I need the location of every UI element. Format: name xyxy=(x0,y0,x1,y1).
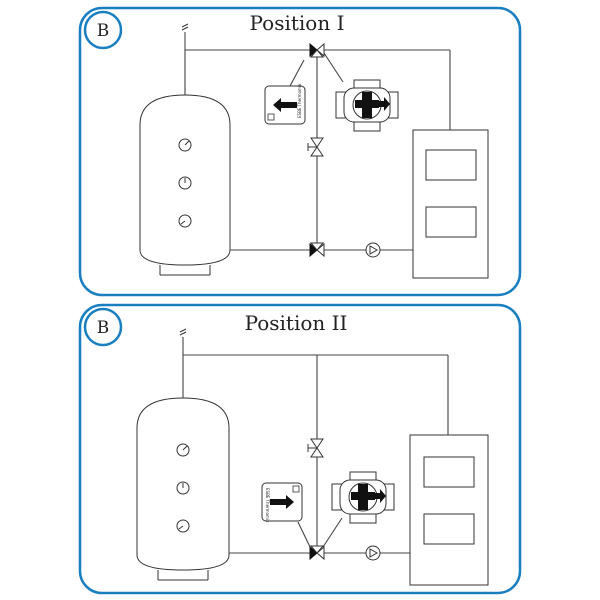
vent-icon xyxy=(179,328,187,355)
pump-icon xyxy=(365,545,381,561)
pump-icon xyxy=(365,242,381,258)
boiler xyxy=(412,129,489,279)
panel-frame xyxy=(78,303,522,595)
panel-title: Position II xyxy=(245,311,348,335)
actuator-label: ESBE Thermomix xyxy=(265,488,270,523)
gauge-icon xyxy=(178,138,192,152)
mixing-valve xyxy=(331,471,395,524)
gauge-icon xyxy=(178,214,192,228)
gauge-icon xyxy=(176,519,190,533)
three-way-valve-icon xyxy=(309,242,325,258)
badge: B xyxy=(83,10,123,50)
vent-icon xyxy=(181,23,189,50)
shutoff-valve-icon xyxy=(307,438,324,458)
panel-position-2: B Position II xyxy=(0,300,600,600)
mixing-valve xyxy=(335,79,399,132)
gauge-icon xyxy=(178,176,192,190)
svg-text:B: B xyxy=(97,21,110,41)
badge: B xyxy=(83,307,123,347)
actuator-label: ESBE Thermomix xyxy=(297,83,302,118)
pipework xyxy=(184,49,451,251)
schematic-diagram-1: B Position I xyxy=(78,6,522,297)
schematic-diagram-2: B Position II xyxy=(78,303,522,595)
boiler xyxy=(409,434,489,586)
actuator: ESBE Thermomix xyxy=(264,83,306,125)
gauge-icon xyxy=(176,443,190,457)
three-way-valve-icon xyxy=(309,545,325,561)
panel-position-1: B Position I xyxy=(78,6,522,297)
pipework xyxy=(182,354,449,554)
panel-frame xyxy=(78,6,522,297)
svg-text:B: B xyxy=(97,318,110,338)
shutoff-valve-icon xyxy=(307,137,324,157)
actuator: ESBE Thermomix xyxy=(261,482,303,523)
panel-title: Position I xyxy=(250,11,345,35)
three-way-valve-icon xyxy=(309,42,325,58)
gauge-icon xyxy=(176,481,190,495)
